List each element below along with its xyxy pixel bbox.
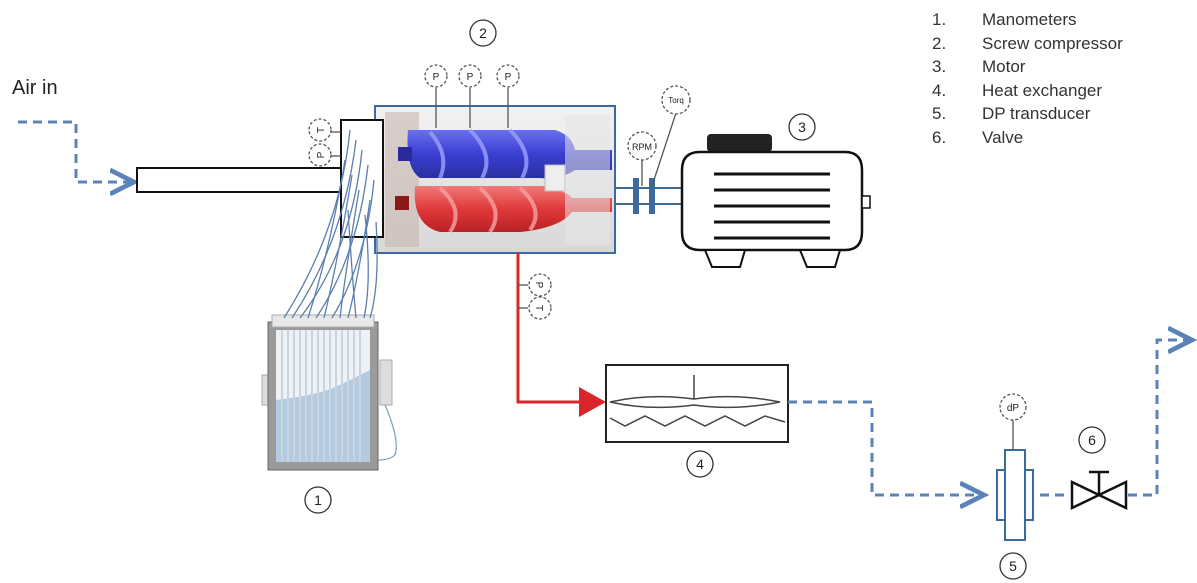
discharge-line xyxy=(516,253,606,417)
sensor-label: T xyxy=(316,127,327,133)
shaft-coupling xyxy=(614,112,684,214)
legend-item: 6.Valve xyxy=(932,127,1024,147)
sensor-label: T xyxy=(533,305,544,311)
callout-label: 6 xyxy=(1088,432,1096,448)
dp-transducer xyxy=(996,420,1034,541)
inlet-flow-line xyxy=(18,120,134,182)
sensor-label: P xyxy=(505,72,512,83)
legend: 1.Manometers 2.Screw compressor 3.Motor … xyxy=(932,8,1123,149)
heat-exchanger xyxy=(605,364,789,443)
callout-4 xyxy=(686,450,714,478)
sensor-label: dP xyxy=(1007,403,1020,414)
legend-item: 4.Heat exchanger xyxy=(932,80,1103,100)
legend-item: 5.DP transducer xyxy=(932,104,1091,123)
dp-sensor-icon xyxy=(999,393,1027,421)
screw-compressor xyxy=(374,105,616,254)
pressure-sensor-icon xyxy=(424,64,448,88)
sensor-label: P xyxy=(533,282,544,289)
callout-label: 5 xyxy=(1009,558,1017,574)
sensor-label: P xyxy=(316,151,327,158)
sensor-label: P xyxy=(433,72,440,83)
valve xyxy=(1070,470,1128,510)
rpm-sensor-icon xyxy=(627,131,657,161)
manifold-box xyxy=(340,119,384,238)
exit-flow-line xyxy=(1128,340,1192,497)
callout-1 xyxy=(304,486,332,514)
torque-sensor-icon xyxy=(661,85,691,115)
motor xyxy=(680,134,871,268)
legend-item: 3.Motor xyxy=(932,57,1026,76)
legend-item: 1.Manometers xyxy=(932,10,1077,29)
sensor-label: P xyxy=(467,72,474,83)
air-in-label: Air in xyxy=(12,77,58,99)
outlet-flow-line xyxy=(788,400,984,495)
manometer-panel xyxy=(261,314,397,471)
pressure-sensor-icon xyxy=(308,143,332,167)
inlet-pipe xyxy=(136,167,344,193)
callout-2 xyxy=(469,19,497,47)
pressure-sensor-icon xyxy=(496,64,520,88)
legend-item: 2.Screw compressor xyxy=(932,33,1123,53)
callout-5 xyxy=(999,552,1027,580)
pressure-sensor-icon xyxy=(528,273,552,297)
female-rotor xyxy=(414,186,612,232)
temperature-sensor-icon xyxy=(308,118,332,142)
manometer-tubes xyxy=(283,129,378,319)
callout-3 xyxy=(788,113,816,141)
temperature-sensor-icon xyxy=(528,296,552,320)
callout-6 xyxy=(1078,426,1106,454)
sensor-label: RPM xyxy=(632,142,652,152)
callout-label: 4 xyxy=(696,456,704,472)
callout-label: 3 xyxy=(798,119,806,135)
pressure-sensor-icon xyxy=(458,64,482,88)
callout-label: 1 xyxy=(314,492,322,508)
sensor-label: Torq xyxy=(668,96,684,105)
callout-label: 2 xyxy=(479,25,487,41)
